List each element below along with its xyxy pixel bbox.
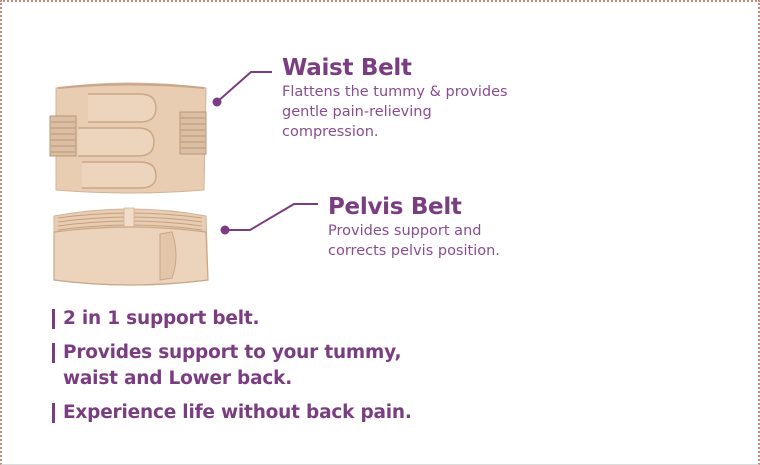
bullet-bar-icon <box>52 403 55 423</box>
product-images <box>49 82 209 286</box>
feature-text: 2 in 1 support belt. <box>63 308 260 329</box>
bullet-bar-icon <box>52 309 55 329</box>
waist-belt-description: Flattens the tummy & provides gentle pai… <box>282 84 508 140</box>
waist-belt-image <box>49 82 207 194</box>
pelvis-belt-image <box>53 207 209 286</box>
feature-item: Provides support to your tummy, waist an… <box>52 340 412 392</box>
waist-belt-callout: Waist Belt Flattens the tummy & provides… <box>282 54 512 142</box>
feature-text: Experience life without back pain. <box>63 402 412 423</box>
waist-belt-title: Waist Belt <box>282 55 412 81</box>
pelvis-belt-title: Pelvis Belt <box>328 194 462 220</box>
feature-item: 2 in 1 support belt. <box>52 306 412 332</box>
bullet-bar-icon <box>52 343 55 363</box>
feature-list: 2 in 1 support belt. Provides support to… <box>52 306 412 434</box>
pelvis-belt-description: Provides support and corrects pelvis pos… <box>328 223 500 259</box>
pelvis-belt-callout: Pelvis Belt Provides support and correct… <box>328 193 528 261</box>
feature-item: Experience life without back pain. <box>52 400 412 426</box>
feature-text: Provides support to your tummy, waist an… <box>63 342 402 389</box>
